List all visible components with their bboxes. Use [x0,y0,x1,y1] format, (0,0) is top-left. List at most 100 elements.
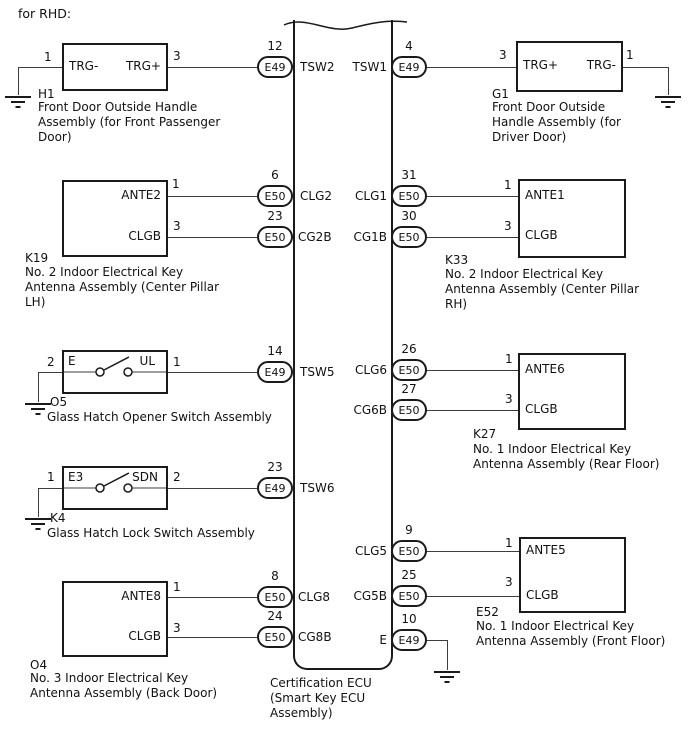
component-pin-number: 1 [626,48,634,62]
wire [38,372,39,402]
terminal-label: ANTE2 [121,188,161,202]
connector-oval: E50 [391,185,427,207]
wire [168,67,257,68]
terminal-label: TRG+ [125,59,161,73]
ground-icon [655,96,681,108]
component-pin-number: 3 [505,575,513,589]
terminal-label: SDN [132,470,158,484]
ecu-signal-label: E [379,633,387,647]
component-box-g1: TRG+ TRG- [516,41,623,92]
terminal-label: CLGB [525,402,558,416]
component-box-k27: ANTE6 CLGB [518,353,626,430]
ecu-pin-number: 10 [401,612,417,626]
ecu-label: Certification ECU (Smart Key ECU Assembl… [270,676,372,720]
wire [447,640,448,670]
wire [168,196,257,197]
ecu-pin-number: 30 [401,209,417,223]
component-description: Front Door Outside Handle Assembly (for … [492,100,621,144]
terminal-label: CLGB [526,588,559,602]
connector-oval: E50 [391,585,427,607]
ecu-pin-number: 9 [405,523,413,537]
component-pin-number: 1 [44,50,52,64]
ecu-pin-number: 12 [267,39,283,53]
diagram-title: for RHD: [18,6,72,21]
wire [427,551,519,552]
ecu-pin-number: 25 [401,568,417,582]
component-pin-number: 1 [47,470,55,484]
component-description: No. 1 Indoor Electrical Key Antenna Asse… [476,619,666,648]
component-pin-number: 2 [47,355,55,369]
component-pin-number: 3 [173,49,181,63]
connector-oval: E50 [391,226,427,248]
wire [168,637,257,638]
terminal-label: TRG- [586,58,616,72]
component-description: No. 1 Indoor Electrical Key Antenna Asse… [473,442,660,471]
component-code: K27 [473,427,497,441]
wire [427,370,518,371]
terminal-label: TRG- [69,59,99,73]
ecu-pin-number: 27 [401,382,417,396]
ecu-signal-label: TSW6 [300,481,335,495]
component-code: K19 [25,251,49,265]
ecu-pin-number: 23 [267,460,283,474]
terminal-label: ANTE5 [526,543,566,557]
component-pin-number: 1 [504,178,512,192]
connector-oval: E50 [257,626,293,648]
terminal-label: CLGB [525,228,558,242]
ground-icon [5,96,31,108]
switch-icon [64,472,166,493]
terminal-label: ANTE1 [525,188,565,202]
terminal-label: E [68,354,76,368]
wire [427,410,518,411]
component-box-h1: TRG- TRG+ [62,43,168,91]
component-description: Glass Hatch Opener Switch Assembly [47,410,272,424]
wire [623,67,668,68]
component-pin-number: 3 [173,621,181,635]
component-pin-number: 1 [172,177,180,191]
wire [38,372,62,373]
ecu-pin-number: 6 [271,168,279,182]
terminal-label: UL [139,354,155,368]
wire [427,640,447,641]
component-description: No. 2 Indoor Electrical Key Antenna Asse… [445,267,640,311]
connector-oval: E49 [391,56,427,78]
ecu-pin-number: 24 [267,609,283,623]
ecu-signal-label: CG2B [298,230,332,244]
wire [168,372,257,373]
wire [427,196,518,197]
ecu-signal-label: CLG8 [298,590,330,604]
connector-oval: E49 [257,477,293,499]
component-box-k4: E3 SDN [62,466,168,510]
wire [38,488,39,517]
ecu-signal-label: TSW5 [300,365,335,379]
ecu-pin-number: 4 [405,39,413,53]
ecu-pin-number: 23 [267,209,283,223]
switch-icon [64,356,166,377]
connector-oval: E50 [391,359,427,381]
wire [427,596,519,597]
ecu-pin-number: 14 [267,344,283,358]
connector-oval: E49 [257,56,293,78]
component-pin-number: 3 [173,219,181,233]
wire [668,67,669,95]
wire [38,488,62,489]
component-description: Glass Hatch Lock Switch Assembly [47,526,255,540]
component-box-o4: ANTE8 CLGB [62,581,168,657]
wire [168,597,257,598]
ecu-pin-number: 26 [401,342,417,356]
terminal-label: CLGB [128,629,161,643]
connector-oval: E50 [257,185,293,207]
ecu-pin-number: 8 [271,569,279,583]
ecu-break-line [283,20,408,30]
component-code: O5 [50,395,68,409]
ground-icon [25,518,51,530]
ground-icon [434,671,460,683]
ecu-signal-label: CLG5 [355,544,387,558]
component-description: No. 3 Indoor Electrical Key Antenna Asse… [30,671,218,700]
ecu-signal-label: CLG1 [355,189,387,203]
wire [427,237,518,238]
connector-oval: E49 [257,361,293,383]
wire [427,67,516,68]
component-code: O4 [30,658,48,672]
